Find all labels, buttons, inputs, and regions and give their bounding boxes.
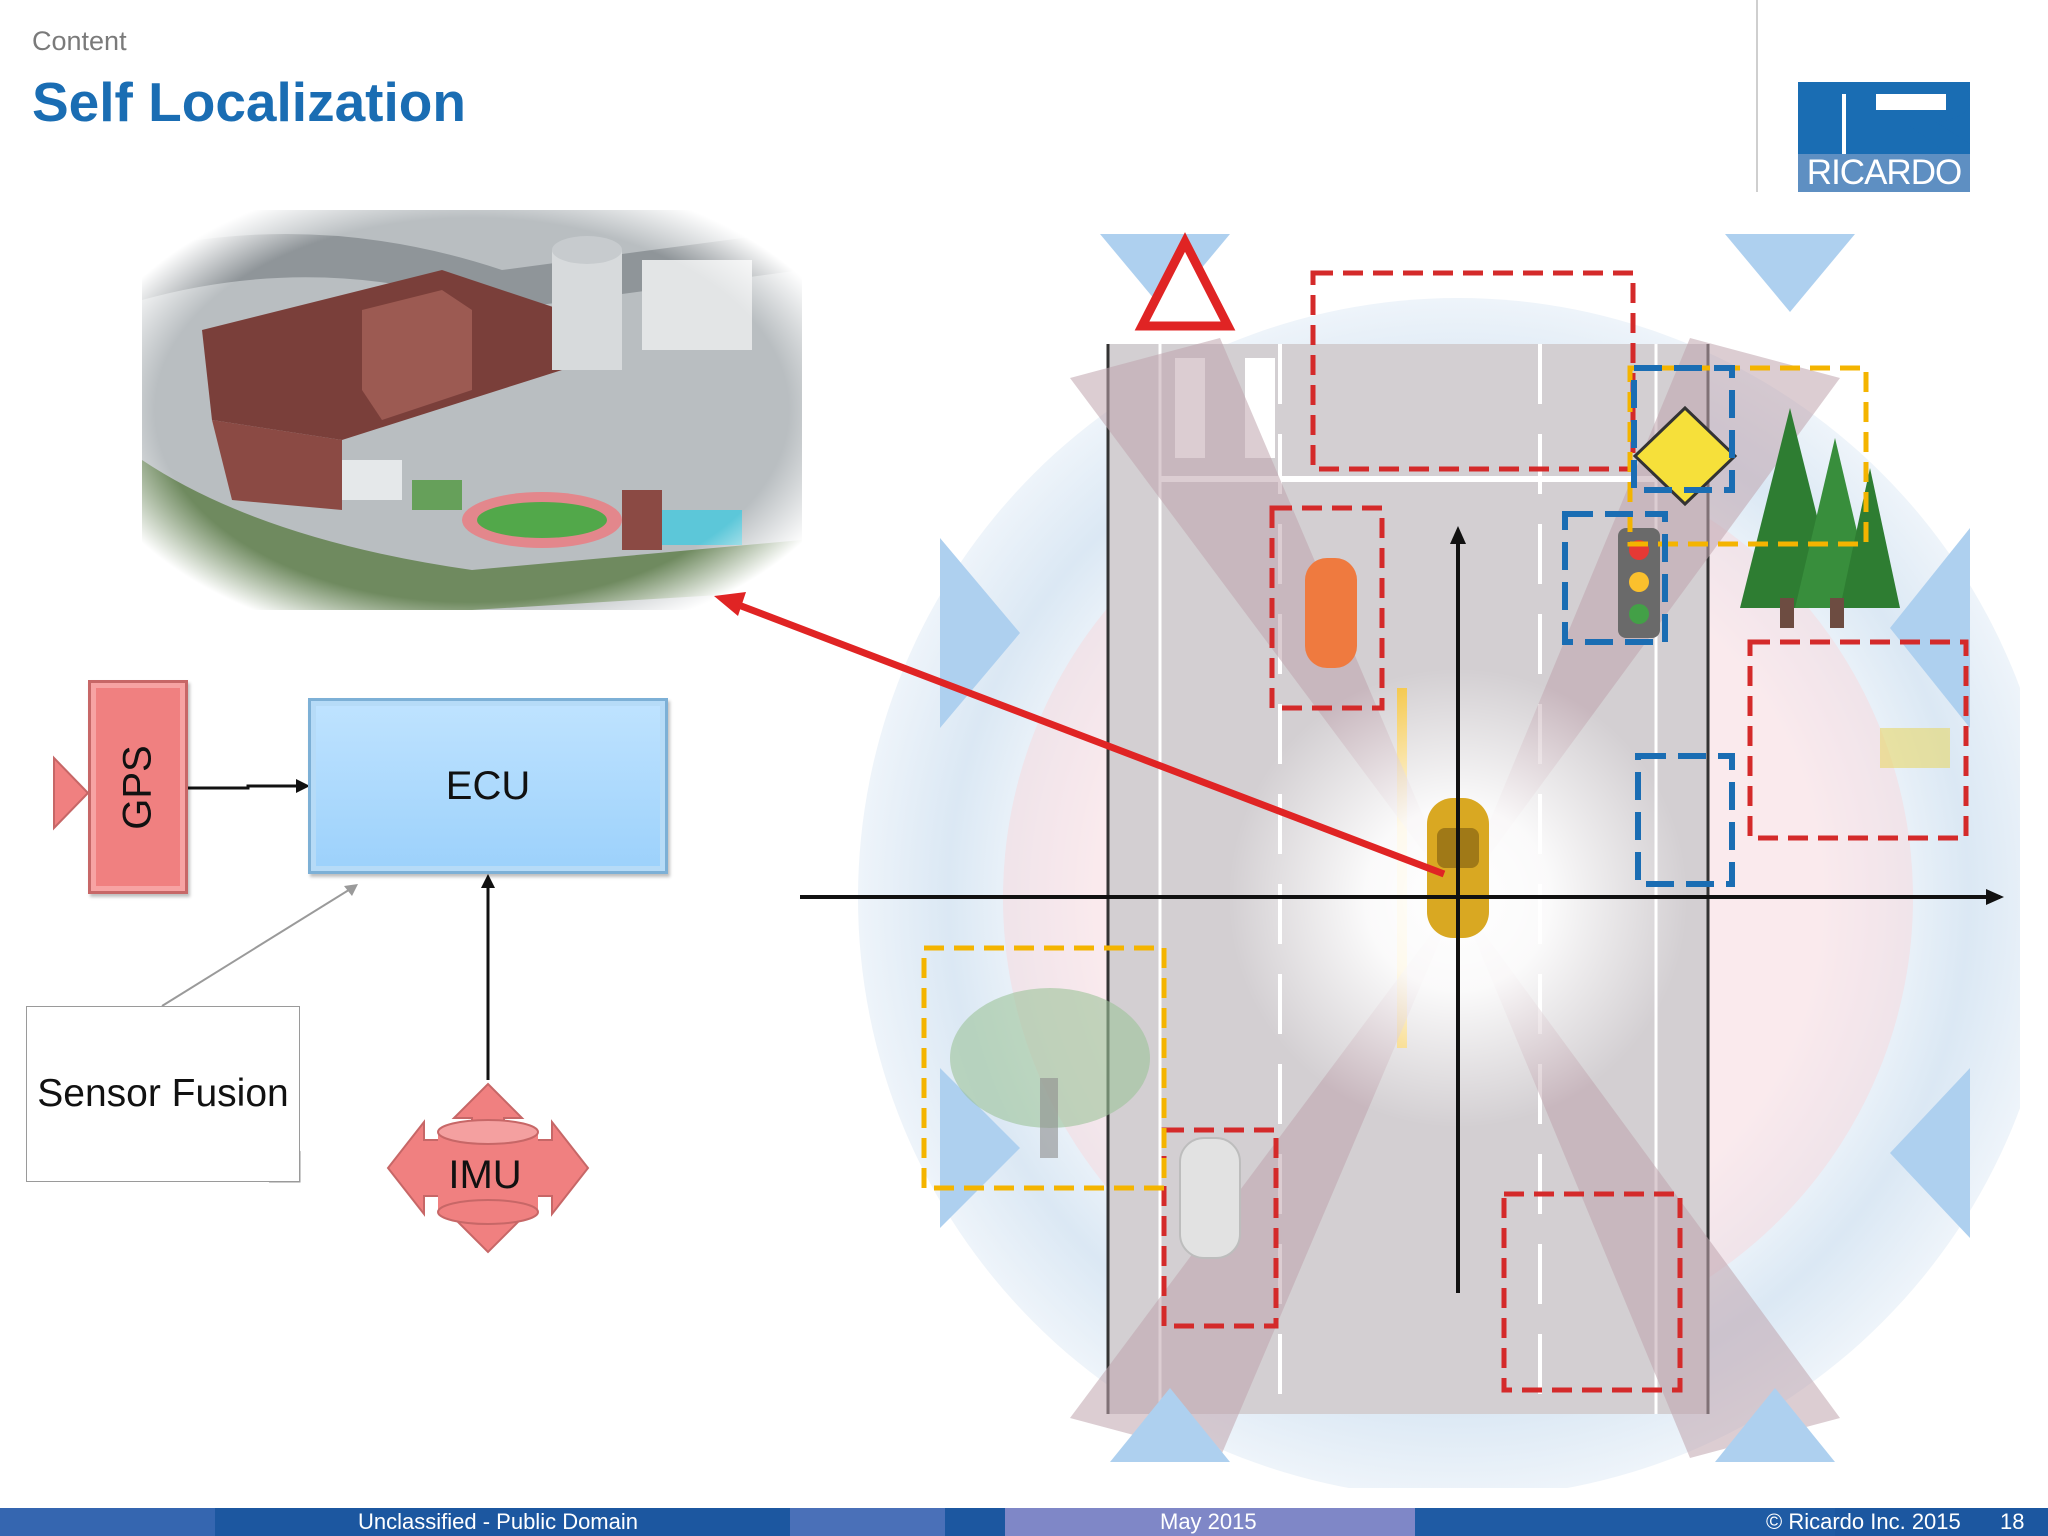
footer-classification: Unclassified - Public Domain xyxy=(358,1509,638,1534)
imu-label: IMU xyxy=(448,1152,522,1197)
ecu-box: ECU xyxy=(308,698,668,874)
slide-title: Self Localization xyxy=(32,71,466,133)
sensor-fusion-label: Sensor Fusion xyxy=(37,1072,289,1115)
gps-label: GPS xyxy=(115,744,160,830)
road-scene xyxy=(800,232,2020,1488)
city-map-image xyxy=(142,210,802,610)
gps-box xyxy=(88,680,188,894)
ricardo-logo-mark xyxy=(1798,82,1970,154)
ricardo-logo-text: RICARDO xyxy=(1798,154,1970,192)
footer-page-number: 18 xyxy=(2000,1509,2025,1534)
footer-copyright: © Ricardo Inc. 2015 xyxy=(1766,1509,1961,1534)
footer-date: May 2015 xyxy=(1160,1509,1257,1534)
section-label: Content xyxy=(32,26,127,56)
sensor-fusion-note: Sensor Fusion xyxy=(26,1006,300,1182)
ecu-label: ECU xyxy=(445,763,531,808)
logo-divider xyxy=(1756,0,1758,192)
diagram-connectors xyxy=(53,755,590,1254)
footer-bar xyxy=(0,1508,2048,1536)
